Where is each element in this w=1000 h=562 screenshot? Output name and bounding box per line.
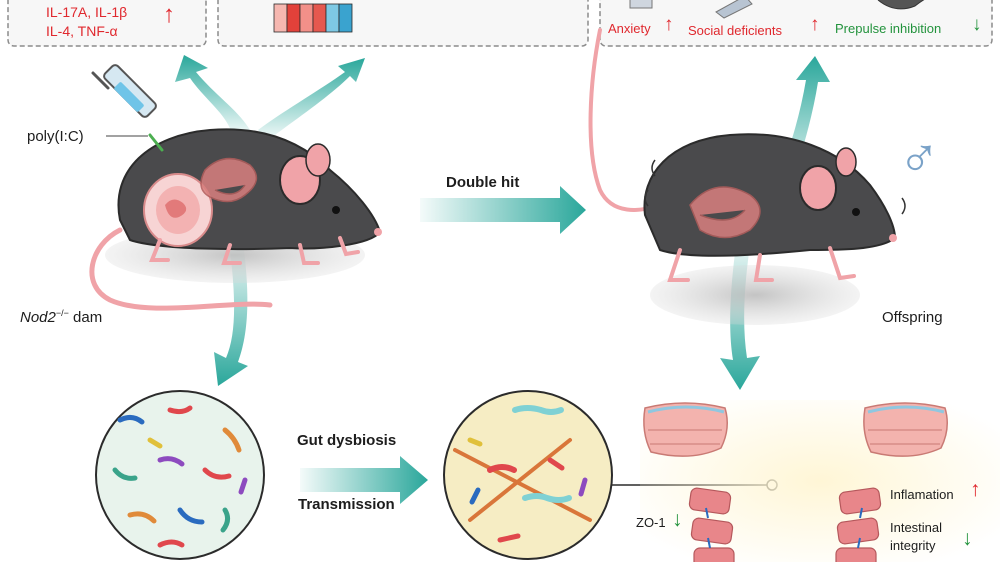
- arrow-to-heatmap: [258, 58, 365, 140]
- dam-mouse: [89, 128, 382, 311]
- cytokine-up-arrow-icon: ↑: [163, 1, 175, 28]
- petri-dish-offspring: [443, 390, 613, 560]
- inflammation-label: Inflamation: [890, 487, 954, 502]
- petri-dish-dam: [95, 390, 265, 560]
- prepulse-down-arrow-icon: ↓: [972, 14, 982, 35]
- double-hit-arrow: [420, 186, 586, 234]
- offspring-label: Offspring: [882, 309, 943, 326]
- heatmap: [273, 3, 353, 33]
- social-up-arrow-icon: ↑: [810, 14, 820, 35]
- behavior-social: Social deficients: [688, 23, 782, 38]
- integrity-label-line-1: Intestinal: [890, 520, 943, 535]
- double-hit-label: Double hit: [446, 174, 520, 191]
- gut-villi: [640, 400, 1000, 562]
- behavior-prepulse: Prepulse inhibition: [835, 21, 942, 36]
- offspring-mouse: [588, 28, 906, 325]
- inflammation-up-arrow-icon: ↑: [970, 478, 981, 501]
- integrity-down-arrow-icon: ↓: [962, 527, 973, 550]
- arrow-dam-to-microbiota: [214, 250, 248, 386]
- transmission-label: Transmission: [298, 496, 395, 513]
- cytokine-line-1: IL-17A, IL-1β: [46, 4, 128, 20]
- syringe-icon: [91, 64, 164, 152]
- transmission-arrow: [300, 456, 428, 504]
- dam-genotype: −/−: [55, 308, 69, 318]
- gut-dysbiosis-label: Gut dysbiosis: [297, 432, 397, 449]
- integrity-label-line-2: integrity: [890, 538, 936, 553]
- poly-ic-label: poly(I:C): [27, 128, 84, 145]
- behavior-box: [599, 0, 993, 47]
- cytokine-box: [7, 0, 207, 47]
- dam-gene-name: Nod2: [20, 309, 56, 326]
- zo1-label: ZO-1: [636, 515, 666, 530]
- arrow-to-cytokines: [175, 55, 250, 135]
- behavior-anxiety: Anxiety: [608, 21, 651, 36]
- cytokine-line-2: IL-4, TNF-α: [46, 23, 118, 39]
- heatmap-box: [217, 0, 589, 47]
- dam-label: Nod2−/− dam: [20, 308, 102, 326]
- behavior-icons: [629, 0, 925, 19]
- male-symbol-icon: ♂: [898, 126, 940, 189]
- anxiety-up-arrow-icon: ↑: [664, 14, 674, 35]
- zo1-down-arrow-icon: ↓: [672, 508, 683, 531]
- dam-suffix: dam: [68, 309, 103, 326]
